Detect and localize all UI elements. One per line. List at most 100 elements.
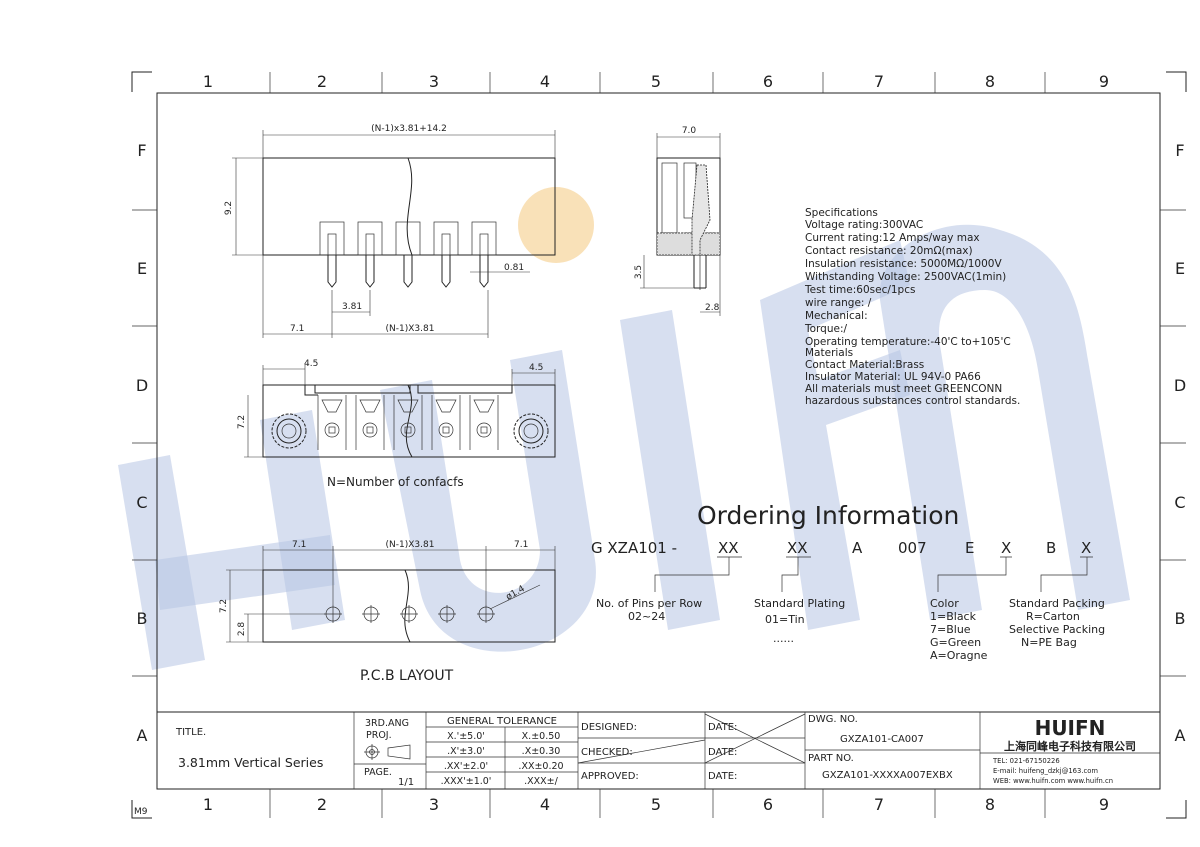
company-email: E-mail: huifeng_dzkj@163.com (993, 767, 1098, 775)
sheet-frame (131, 71, 1187, 819)
order-code-packing: X (1081, 539, 1091, 557)
dwg-no-label: DWG. NO. (808, 714, 858, 725)
grid-row-ticks (132, 209, 1186, 677)
order-code-color: X (1001, 539, 1011, 557)
col-label-6: 6 (763, 72, 773, 91)
color-label-0: Color (930, 597, 959, 610)
col-label-3-bottom: 3 (429, 795, 439, 814)
pins-label-0: No. of Pins per Row (596, 597, 702, 610)
side-pitch-dim: 3.81 (342, 302, 362, 312)
part-no-value: GXZA101-XXXXA007EXBX (822, 770, 953, 781)
spec-line-14: All materials must meet GREENCONN (805, 383, 1002, 395)
side-left-offset-dim: 7.1 (290, 324, 304, 334)
col-label-1-bottom: 1 (203, 795, 213, 814)
pcb-left-dim: 7.1 (292, 540, 306, 550)
col-label-2-bottom: 2 (317, 795, 327, 814)
packing-label-1: R=Carton (1026, 610, 1080, 623)
grid-column-ticks-bottom (269, 789, 1046, 818)
packing-label-3: N=PE Bag (1021, 636, 1077, 649)
row-label-B-right: B (1175, 609, 1186, 628)
order-code-plating: XX (787, 539, 808, 557)
row-label-C-right: C (1174, 493, 1185, 512)
watermark-dot (518, 187, 594, 263)
order-code-a: A (852, 539, 863, 557)
tol-angle-3: .XXX'±1.0' (441, 776, 492, 787)
side-view: (N-1)x3.81+14.2 9.2 0.81 3.81 7.1 (N-1)X… (224, 124, 556, 338)
packing-label-2: Selective Packing (1009, 623, 1105, 636)
approved-label: APPROVED: (581, 771, 639, 782)
row-label-E-right: E (1175, 259, 1185, 278)
pcb-height-dim: 7.2 (219, 599, 229, 613)
col-label-7: 7 (874, 72, 884, 91)
side-overall-dim: (N-1)x3.81+14.2 (371, 124, 447, 134)
col-label-7-bottom: 7 (874, 795, 884, 814)
part-no-label: PART NO. (808, 753, 854, 764)
spec-line-9: Torque:/ (804, 323, 848, 335)
spec-line-1: Voltage rating:300VAC (805, 219, 923, 231)
grid-column-labels-bottom: 1 2 3 4 5 6 7 8 9 (203, 795, 1109, 814)
spec-line-5: Withstanding Voltage: 2500VAC(1min) (805, 271, 1006, 283)
tolerance-header: GENERAL TOLERANCE (447, 716, 557, 727)
spec-line-8: Mechanical: (805, 310, 868, 322)
row-label-A: A (137, 726, 148, 745)
row-label-F: F (137, 141, 146, 160)
company-name: 上海同峰电子科技有限公司 (1004, 739, 1136, 753)
proj-line-0: 3RD.ANG (365, 718, 409, 729)
grid-column-ticks-top (269, 72, 1046, 93)
plating-label-1: 01=Tin (765, 613, 805, 626)
row-label-F-right: F (1175, 141, 1184, 160)
spec-line-7: wire range: / (805, 297, 872, 309)
pcb-layout: 7.1 (N-1)X3.81 7.1 7.2 2.8 ø1.4 P.C.B LA… (219, 540, 556, 684)
order-code-b: B (1046, 539, 1056, 557)
top-left-dim: 4.5 (304, 359, 318, 369)
col-label-5-bottom: 5 (651, 795, 661, 814)
col-label-3: 3 (429, 72, 439, 91)
plating-label-2: ...... (773, 632, 794, 645)
pins-label-1: 02~24 (628, 610, 665, 623)
end-view: 7.0 3.5 2.8 (634, 126, 721, 316)
row-label-E: E (137, 259, 147, 278)
dwg-no-value: GXZA101-CA007 (840, 734, 924, 745)
color-label-2: 7=Blue (930, 623, 971, 636)
col-label-4: 4 (540, 72, 550, 91)
tol-angle-1: .X'±3.0' (447, 746, 485, 757)
color-label-1: 1=Black (930, 610, 977, 623)
page-value: 1/1 (398, 777, 414, 788)
spec-line-12: Contact Material:Brass (805, 359, 924, 371)
spec-line-4: Insulation resistance: 5000MΩ/1000V (805, 258, 1002, 270)
col-label-9: 9 (1099, 72, 1109, 91)
title-block: TITLE. 3.81mm Vertical Series 3RD.ANG PR… (157, 711, 1160, 789)
col-label-8-bottom: 8 (985, 795, 995, 814)
col-label-4-bottom: 4 (540, 795, 550, 814)
spec-line-0: Specifications (805, 207, 878, 219)
checked-date-label: DATE: (708, 747, 737, 758)
side-span-dim: (N-1)X3.81 (386, 324, 435, 334)
tol-linear-1: .X±0.30 (522, 746, 561, 757)
col-label-6-bottom: 6 (763, 795, 773, 814)
order-code-prefix: G XZA101 - (591, 539, 677, 557)
row-label-A-right: A (1175, 726, 1186, 745)
col-label-1: 1 (203, 72, 213, 91)
end-width-dim: 7.0 (682, 126, 697, 136)
order-code-pins: XX (718, 539, 739, 557)
row-label-B: B (137, 609, 148, 628)
projection-symbol (364, 744, 411, 760)
sheet-code: M9 (134, 807, 148, 817)
spec-line-13: Insulator Material: UL 94V-0 PA66 (805, 371, 981, 383)
grid-row-labels-left: F E D C B A (136, 141, 148, 745)
color-label-4: A=Oragne (930, 649, 988, 662)
top-view: 4.5 4.5 7.2 N=Number of confacfs (237, 359, 556, 489)
pcb-layout-label: P.C.B LAYOUT (360, 668, 454, 684)
row-label-D: D (136, 376, 148, 395)
plating-label-0: Standard Plating (754, 597, 845, 610)
title-label: TITLE. (175, 727, 206, 738)
spec-line-2: Current rating:12 Amps/way max (805, 232, 980, 244)
page-label: PAGE. (364, 767, 392, 778)
tol-linear-3: .XXX±/ (524, 776, 559, 787)
tol-angle-2: .XX'±2.0' (444, 761, 488, 772)
tol-linear-0: X.±0.50 (522, 731, 561, 742)
spec-line-11: Materials (805, 347, 853, 359)
grid-row-labels-right: F E D C B A (1174, 141, 1186, 745)
approved-date-label: DATE: (708, 771, 737, 782)
